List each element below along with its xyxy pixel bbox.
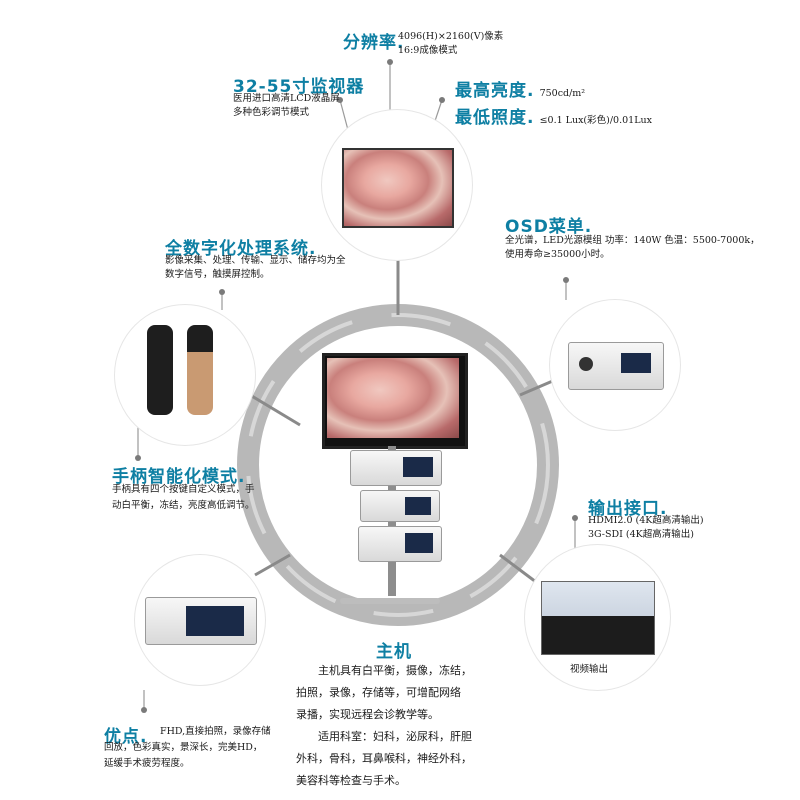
output-title: 输出接口. <box>588 499 668 519</box>
advantages-line-3: 延缓手术疲劳程度。 <box>104 758 190 769</box>
resolution-line-2: 16:9成像模式 <box>398 45 458 56</box>
osd-lines: 全光谱，LED光源模组 功率：140W 色温：5500-7000k， 使用寿命≥… <box>505 234 760 262</box>
cart-unit-3 <box>358 526 442 562</box>
digital-title: 全数字化处理系统. <box>165 239 317 259</box>
handle-gold <box>187 325 213 415</box>
brightness-block: 最高亮度. 750cd/m² 最低照度. ≤0.1 Lux(彩色)/0.01Lu… <box>455 76 652 128</box>
output-lines: HDMI2.0 (4K超高清输出) 3G-SDI (4K超高清输出) <box>588 514 704 542</box>
osd-title: OSD菜单. <box>505 217 593 237</box>
endoscope-image <box>342 148 454 228</box>
cart-base <box>340 598 440 604</box>
spoke-right-lower <box>499 553 541 587</box>
monitor-lines: 医用进口高清LCD液晶屏 多种色彩调节模式 <box>233 92 340 120</box>
resolution-lines: 4096(H)×2160(V)像素 16:9成像模式 <box>398 30 503 58</box>
advantages-line-2: 回放，色彩真实，景深长，完美HD， <box>104 742 263 753</box>
handle-title: 手柄智能化模式. <box>112 467 246 487</box>
host-title: 主机 <box>376 642 412 662</box>
rear-panel <box>541 581 655 655</box>
host-para1-line-1: 主机具有白平衡，摄像，冻结， <box>318 664 472 677</box>
bubble-monitor-image <box>322 110 472 260</box>
bubble-light-source <box>550 300 680 430</box>
spoke-left-lower <box>254 553 291 577</box>
handle-lines: 手柄具有四个按键自定义模式，手 动白平衡，冻结，亮度高低调节。 <box>112 482 255 514</box>
digital-line-2: 数字信号，触摸屏控制。 <box>165 269 270 280</box>
cart-unit-1 <box>350 450 442 486</box>
monitor-title: 32-55寸监视器 <box>233 77 365 97</box>
brightness-min-value: ≤0.1 Lux(彩色)/0.01Lux <box>539 115 652 126</box>
resolution-line-1: 4096(H)×2160(V)像素 <box>398 31 504 42</box>
host-para1-line-2: 拍照，录像，存储等，可增配网络 <box>296 686 461 699</box>
host-para2-line-1: 适用科室：妇科，泌尿科，肝胆 <box>318 730 472 743</box>
output-caption: 视频输出 <box>570 664 609 675</box>
osd-line-2: 使用寿命≥35000小时。 <box>505 249 610 260</box>
host-description: 主机具有白平衡，摄像，冻结， 拍照，录像，存储等，可增配网络 录播，实现远程会诊… <box>296 660 486 792</box>
handle-line-1: 手柄具有四个按键自定义模式，手 <box>112 484 255 495</box>
output-line-1: HDMI2.0 (4K超高清输出) <box>588 515 704 526</box>
advantages-line-1: FHD,直接拍照，录像存储 <box>160 726 271 737</box>
output-line-2: 3G-SDI (4K超高清输出) <box>588 529 694 540</box>
digital-line-1: 影像采集、处理、传输、显示、储存均为全 <box>165 255 346 266</box>
brightness-min-title: 最低照度. <box>455 108 535 128</box>
bubble-handles <box>115 305 255 445</box>
osd-line-1: 全光谱，LED光源模组 功率：140W 色温：5500-7000k， <box>505 235 760 246</box>
spoke-left-upper <box>249 393 301 427</box>
host-para2-line-2: 外科，骨科，耳鼻喉科，神经外科， <box>296 752 472 765</box>
light-source-device <box>568 342 664 390</box>
digital-lines: 影像采集、处理、传输、显示、储存均为全 数字信号，触摸屏控制。 <box>165 254 346 282</box>
monitor-line-1: 医用进口高清LCD液晶屏 <box>233 93 340 104</box>
dot-resolution <box>387 59 393 65</box>
cart-unit-2 <box>360 490 440 522</box>
spoke-right-upper <box>519 378 556 397</box>
advantages-title: 优点. <box>104 727 148 747</box>
host-para1-line-3: 录播，实现远程会诊教学等。 <box>296 708 439 721</box>
advantages-lines: 回放，色彩真实，景深长，完美HD， 延缓手术疲劳程度。 <box>104 740 262 772</box>
handle-line-2: 动白平衡，冻结，亮度高低调节。 <box>112 500 255 511</box>
host-para2-line-3: 美容科等检查与手术。 <box>296 774 406 787</box>
brightness-max-value: 750cd/m² <box>539 88 586 99</box>
brightness-max-title: 最高亮度. <box>455 81 535 101</box>
bubble-output-panel: 视频输出 <box>525 545 670 690</box>
monitor-line-2: 多种色彩调节模式 <box>233 107 310 118</box>
bubble-host-front <box>135 555 265 685</box>
handle-black <box>147 325 173 415</box>
resolution-title: 分辨率. <box>343 33 405 53</box>
host-device <box>145 597 257 645</box>
central-monitor <box>322 353 468 449</box>
